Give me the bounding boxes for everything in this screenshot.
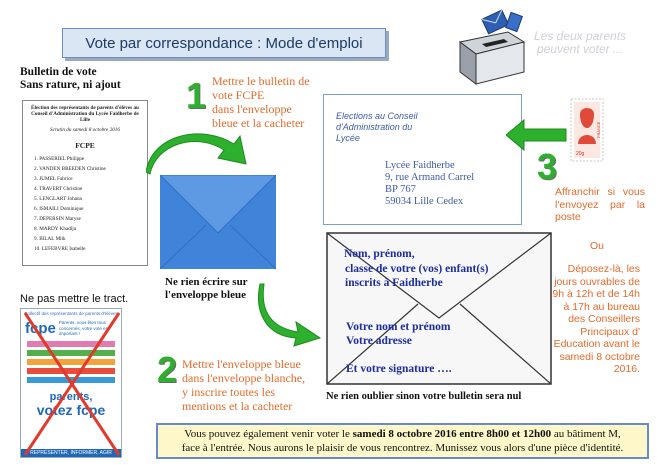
address-line4: 59034 Lille Cedex: [385, 196, 464, 207]
address-envelope: Elections au Conseil d'Administration du…: [323, 94, 522, 225]
address-heading-line1: Elections au Conseil: [336, 111, 418, 121]
bottom-note-line2: face à l'entrée. Nous aurons le plaisir …: [181, 442, 624, 454]
address-line1: Lycée Faidherbe: [385, 160, 455, 171]
candidate-item: 4. TRAVERT Christine: [34, 186, 83, 192]
corner-note-line2: peuvent voter ...: [536, 42, 624, 56]
white-envelope-line2: classe de votre (vos) enfant(s): [345, 263, 489, 275]
step-1-number: 1: [186, 75, 207, 116]
in-person-vote-note: Vous pouvez également venir voter le sam…: [156, 423, 649, 459]
candidate-item: 1. PASSERIEL Philippe: [34, 156, 85, 162]
white-envelope-caption: Ne rien oublier sinon votre bulletin ser…: [326, 391, 522, 402]
step-1-text: Mettre le bulletin de vote FCPE dans l'e…: [212, 74, 332, 130]
candidate-item: 10. LEFEBVRE Isabelle: [34, 246, 86, 252]
corner-note: Les deux parents peuvent voter ...: [528, 30, 632, 56]
candidate-item: 5. LENGLART Johann: [34, 196, 83, 202]
bottom-note-part1: Vous pouvez également venir voter le: [184, 428, 353, 440]
white-envelope-icon: [326, 232, 552, 385]
step-2-line2: dans l'enveloppe blanche,: [182, 371, 306, 385]
step-1-line3: dans l'enveloppe: [212, 102, 292, 116]
bottom-note-bold: samedi 8 octobre 2016 entre 8h00 et 12h0…: [352, 428, 552, 440]
white-envelope-line6: Et votre signature ….: [346, 363, 452, 375]
ballot-list-title: FCPE: [75, 141, 95, 150]
ballot-heading: Bulletin de vote Sans rature, ni ajout: [20, 66, 170, 92]
stamp-country: FRANCE: [596, 121, 601, 138]
tract-label: Ne pas mettre le tract.: [20, 293, 129, 305]
step-3-or: Ou: [590, 240, 605, 252]
tract-footer-strip: REPRÉSENTER, INFORMER, AGIR: [21, 449, 121, 457]
white-envelope-line5: Votre adresse: [346, 335, 412, 347]
candidate-item: 9. BILAL Mlik: [34, 236, 66, 242]
blue-envelope-icon: [160, 175, 276, 269]
step-3-affranchir: Affranchir si vous l'envoyez par la post…: [555, 186, 645, 223]
step-2-line4: mentions et la cacheter: [182, 399, 293, 413]
ballot-heading-line2: Sans rature, ni ajout: [20, 79, 121, 91]
candidate-item: 6. ISMAILI Dominique: [34, 206, 84, 212]
step-2-number: 2: [157, 349, 178, 390]
step-1-line2: vote FCPE: [212, 88, 265, 102]
ballot-sheet-header: Élection des représentants de parents d'…: [31, 105, 139, 123]
step-2-text: Mettre l'enveloppe bleue dans l'envelopp…: [182, 357, 322, 413]
candidate-item: 8. MARDY Khadija: [34, 226, 77, 232]
candidate-item: 3. JUMEL Fabrice: [34, 176, 73, 182]
candidate-item: 7. DEPERSIN Maryse: [34, 216, 81, 222]
left-arrow-icon: [506, 118, 567, 152]
curved-arrow-1-icon: [146, 133, 247, 175]
blue-envelope-note-line1: Ne rien écrire sur: [165, 276, 248, 288]
white-envelope-line4: Votre nom et prénom: [346, 321, 451, 333]
step-3-number: 3: [537, 146, 558, 187]
bottom-note-part2: au bâtiment M,: [551, 428, 621, 440]
step-2-line1: Mettre l'enveloppe bleue: [182, 357, 301, 371]
address-heading-line2: d'Administration du: [336, 122, 413, 132]
fcpe-tract: Collectif des représentants de parents d…: [20, 308, 122, 458]
address-line2: 9, rue Armand Carrel: [385, 172, 475, 183]
ballot-heading-line1: Bulletin de vote: [20, 66, 97, 78]
address-heading-line3: Lycée: [336, 133, 360, 143]
ballot-sheet: Élection des représentants de parents d'…: [22, 100, 148, 266]
blue-envelope-note: Ne rien écrire sur l'enveloppe bleue: [165, 276, 248, 302]
step-2-line3: y inscrire toutes les: [182, 385, 275, 399]
white-envelope-line1: Nom, prénom,: [344, 248, 415, 260]
ballot-sheet-date: Scrutin du samedi 8 octobre 2016: [50, 127, 120, 133]
address-heading: Elections au Conseil d'Administration du…: [336, 111, 418, 144]
blue-envelope-note-line2: l'enveloppe bleue: [165, 289, 246, 301]
stamp-value: 20g: [576, 151, 585, 157]
curved-arrow-2-icon: [258, 283, 322, 347]
white-envelope-line3: inscrits à Faidherbe: [345, 277, 443, 289]
corner-note-line1: Les deux parents: [533, 29, 627, 43]
tract-tagline: Parents, vous êtes tous concernés, votre…: [58, 320, 110, 336]
address-line3: BP 767: [385, 184, 416, 195]
ballot-box-icon: [458, 9, 526, 85]
tract-header: Collectif des représentants de parents d…: [24, 311, 118, 316]
candidate-item: 2. VANDEN BREEDEN Christine: [34, 166, 106, 172]
step-3-deposit: Déposez-là, les jours ouvrables de 9h à …: [552, 263, 640, 375]
postal-address: Lycée Faidherbe 9, rue Armand Carrel BP …: [385, 160, 474, 208]
step-1-line1: Mettre le bulletin de: [212, 74, 310, 88]
cross-out-icon: [23, 312, 121, 456]
stamp-icon: 20g FRANCE: [570, 98, 604, 162]
candidate-list: 1. PASSERIEL Philippe 2. VANDEN BREEDEN …: [28, 154, 142, 254]
page-title: Vote par correspondance : Mode d'emploi: [62, 28, 386, 58]
step-1-line4: bleue et la cacheter: [212, 116, 305, 130]
